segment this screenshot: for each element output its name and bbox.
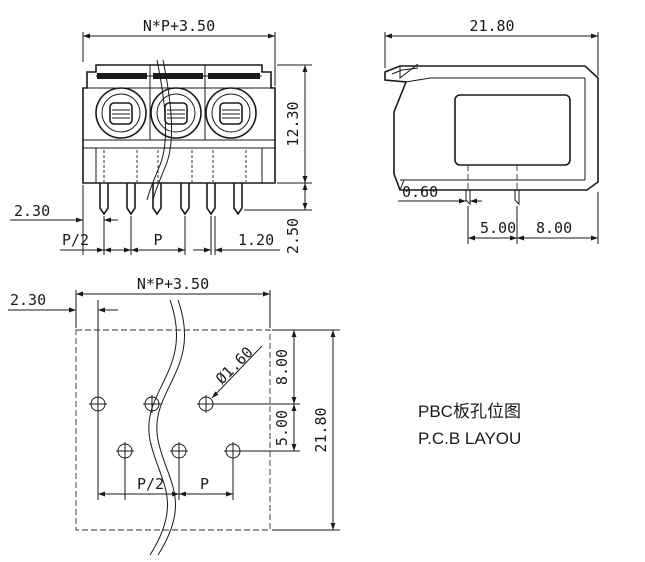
front-body-outline [82,64,276,184]
pcb-half-pitch-dim: P/2 [137,475,164,493]
push-button-1 [95,87,147,139]
pcb-layout: N*P+3.50 2.30 Ø1.60 8.00 5.00 21.80 P/2 … [8,275,340,556]
side-spacing-a-dim: 5.00 [480,219,516,237]
front-height-dim: 12.30 [284,101,302,146]
pcb-hole [170,442,188,460]
top-rib [208,73,260,79]
pcb-left-offset-dim: 2.30 [10,291,46,309]
pcb-outline [75,329,271,531]
pcb-total-height-dim: 21.80 [312,407,330,452]
layout-note: PBC板孔位图 P.C.B LAYOU [418,402,521,448]
pcb-hole [116,442,134,460]
note-line-2: P.C.B LAYOU [418,429,521,448]
pcb-width-dim: N*P+3.50 [137,275,209,293]
front-pitch-dim: P [153,231,162,249]
pcb-row-gap-top-dim: 8.00 [273,349,291,385]
front-width-dim: N*P+3.50 [143,17,215,35]
pcb-row-gap-bottom-dim: 5.00 [273,410,291,446]
pcb-hole [89,395,107,413]
pin-length-dim: 2.50 [284,218,302,254]
wire [146,59,167,201]
push-button-2 [150,87,202,139]
side-body-outline [384,65,599,191]
top-rib [97,73,147,79]
side-depth-dim: 21.80 [469,17,514,35]
pcb-wire [148,299,177,556]
side-spacing-b-dim: 8.00 [536,219,572,237]
pcb-hole-dia-dim: Ø1.60 [212,343,257,388]
pcb-hole [224,442,242,460]
push-button-3 [205,87,257,139]
pcb-hole [197,395,215,413]
pcb-pitch-dim: P [200,475,209,493]
side-view: 21.80 0.60 5.00 8.00 [384,17,599,244]
side-window [454,94,571,166]
front-view: N*P+3.50 12.30 2.50 2.30 P/2 P 1.20 [10,17,312,255]
pcb-hole [143,395,161,413]
front-pins [99,183,243,216]
front-half-pitch-dim: P/2 [62,231,89,249]
top-rib [153,73,203,79]
note-line-1: PBC板孔位图 [418,402,521,421]
pin-width-dim: 1.20 [238,231,274,249]
side-pin-dia-dim: 0.60 [402,183,438,201]
front-left-offset-dim: 2.30 [14,202,50,220]
